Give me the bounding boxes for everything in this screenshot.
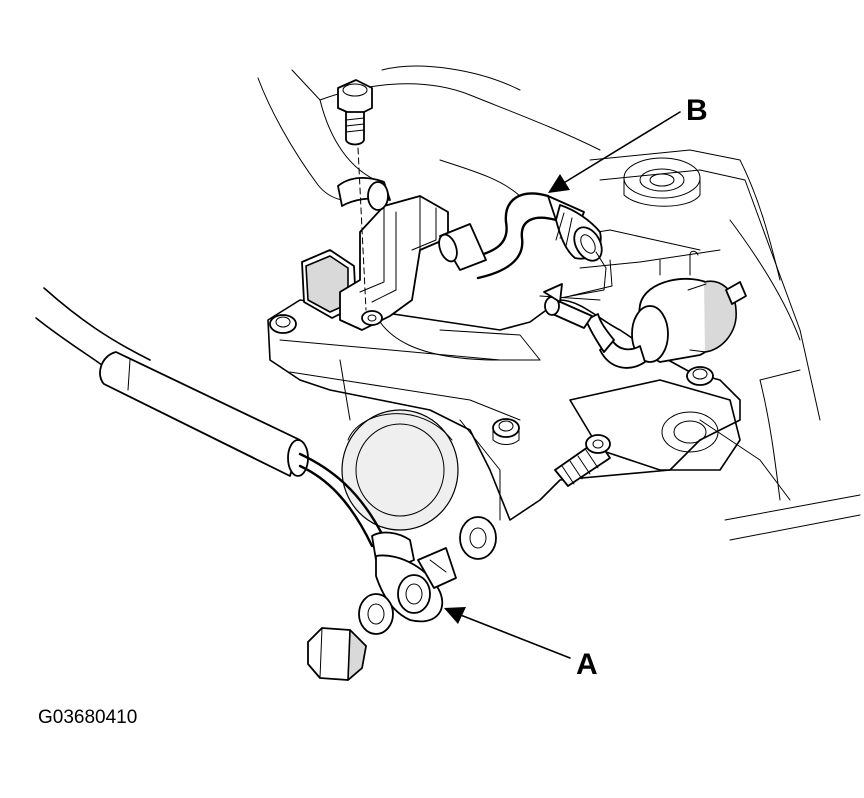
callout-b-label: B: [686, 94, 708, 127]
housing-bolt-2: [492, 418, 520, 445]
washer-upper: [459, 516, 497, 560]
hex-nut: [307, 627, 367, 681]
threaded-stud: [554, 434, 611, 487]
housing-bolt-1: [269, 314, 297, 334]
lower-housing: [267, 299, 741, 531]
hose-bracket: [301, 177, 487, 331]
figure-code: G03680410: [38, 707, 137, 728]
pressure-regulator: [544, 250, 747, 369]
washer-lower: [358, 593, 394, 635]
vacuum-hose-b: [468, 192, 603, 280]
housing-bolt-3: [686, 366, 714, 386]
callout-a-label: A: [576, 648, 598, 681]
callout-b: B: [548, 94, 708, 193]
disconnect-arrow: [543, 251, 613, 303]
engine-block-outline: [257, 65, 861, 541]
ground-cable: [35, 287, 415, 566]
ring-terminal: [375, 547, 457, 623]
callout-a: A: [444, 607, 598, 681]
mounting-bolt: [337, 79, 373, 311]
